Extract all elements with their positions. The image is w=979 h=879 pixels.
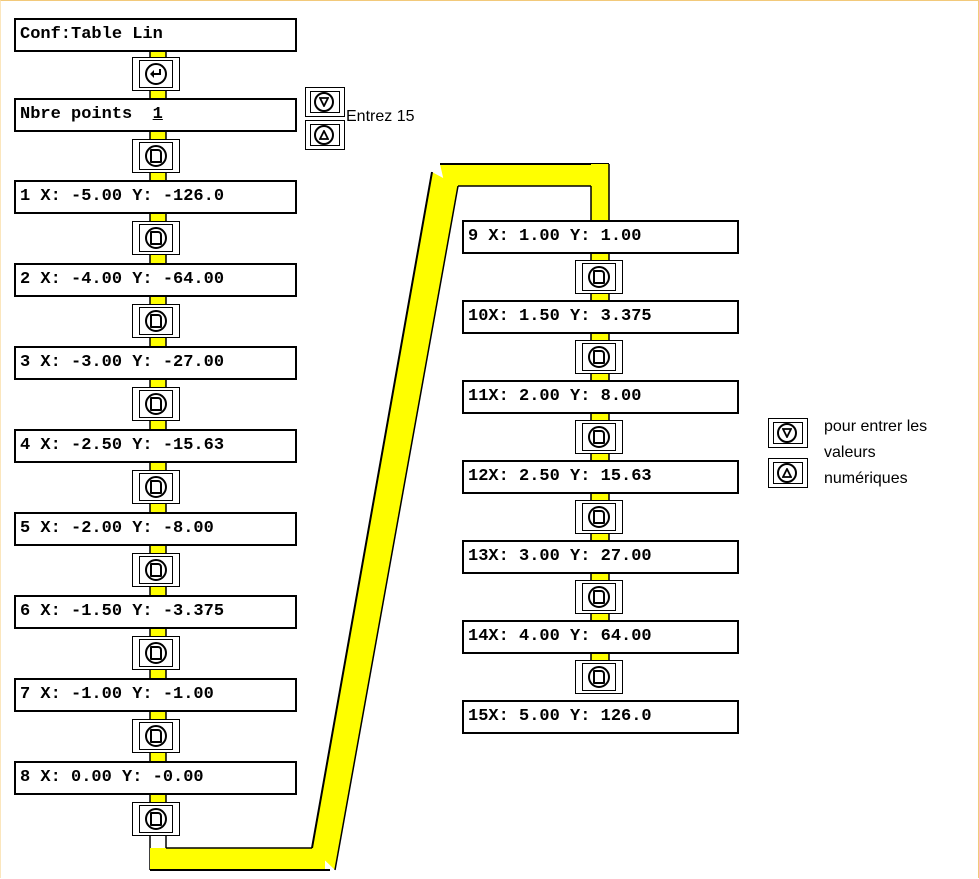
legend-down-arrow-key[interactable] [768,418,808,448]
page-key-icon [145,145,167,167]
page-key-button[interactable] [132,802,180,836]
enter-key-icon [145,63,167,85]
enter-key-button[interactable] [132,57,180,91]
page-key-button[interactable] [575,260,623,294]
point-entry-display: 4 X: -2.50 Y: -15.63 [14,429,297,463]
page-key-button[interactable] [132,636,180,670]
values-hint-line-2: valeurs [824,444,876,461]
point-entry-display: 5 X: -2.00 Y: -8.00 [14,512,297,546]
title-display: Conf:Table Lin [14,18,297,52]
page-key-icon [145,808,167,830]
up-arrow-key-icon [777,463,797,483]
point-entry-display: 10X: 1.50 Y: 3.375 [462,300,739,334]
up-arrow-key-icon [314,125,334,145]
page-key-button[interactable] [132,719,180,753]
page-key-icon [588,266,610,288]
point-entry-display: 8 X: 0.00 Y: -0.00 [14,761,297,795]
point-entry-display: 15X: 5.00 Y: 126.0 [462,700,739,734]
page-key-button[interactable] [132,139,180,173]
page-key-button[interactable] [132,470,180,504]
point-entry-display: 14X: 4.00 Y: 64.00 [462,620,739,654]
point-entry-display: 13X: 3.00 Y: 27.00 [462,540,739,574]
point-entry-display: 12X: 2.50 Y: 15.63 [462,460,739,494]
page-key-button[interactable] [575,340,623,374]
points-value: 1 [152,105,163,124]
point-entry-display: 11X: 2.00 Y: 8.00 [462,380,739,414]
point-entry-display: 3 X: -3.00 Y: -27.00 [14,346,297,380]
page-key-button[interactable] [575,660,623,694]
down-arrow-key[interactable] [305,87,345,117]
page-key-button[interactable] [132,221,180,255]
point-entry-display: 6 X: -1.50 Y: -3.375 [14,595,297,629]
page-key-button[interactable] [132,304,180,338]
page-key-icon [145,642,167,664]
page-key-button[interactable] [132,387,180,421]
page-key-icon [145,559,167,581]
page-key-icon [588,586,610,608]
page-key-icon [145,476,167,498]
values-hint-line-1: pour entrer les [824,418,928,435]
points-label: Nbre points [20,105,133,124]
points-count-display: Nbre points 1 [14,98,297,132]
point-entry-display: 2 X: -4.00 Y: -64.00 [14,263,297,297]
page-key-icon [145,310,167,332]
down-arrow-key-icon [314,92,334,112]
values-hint-line-3: numériques [824,470,908,487]
page-key-button[interactable] [575,420,623,454]
enter-hint: Entrez 15 [346,108,415,125]
down-arrow-key-icon [777,423,797,443]
point-entry-display: 1 X: -5.00 Y: -126.0 [14,180,297,214]
page-key-icon [588,346,610,368]
point-entry-display: 9 X: 1.00 Y: 1.00 [462,220,739,254]
up-arrow-key[interactable] [305,120,345,150]
page-key-icon [145,227,167,249]
page-key-button[interactable] [132,553,180,587]
point-entry-display: 7 X: -1.00 Y: -1.00 [14,678,297,712]
page-key-icon [145,725,167,747]
page-key-icon [588,506,610,528]
page-key-icon [588,426,610,448]
page-key-button[interactable] [575,580,623,614]
legend-up-arrow-key[interactable] [768,458,808,488]
page-key-icon [145,393,167,415]
page-key-icon [588,666,610,688]
page-key-button[interactable] [575,500,623,534]
